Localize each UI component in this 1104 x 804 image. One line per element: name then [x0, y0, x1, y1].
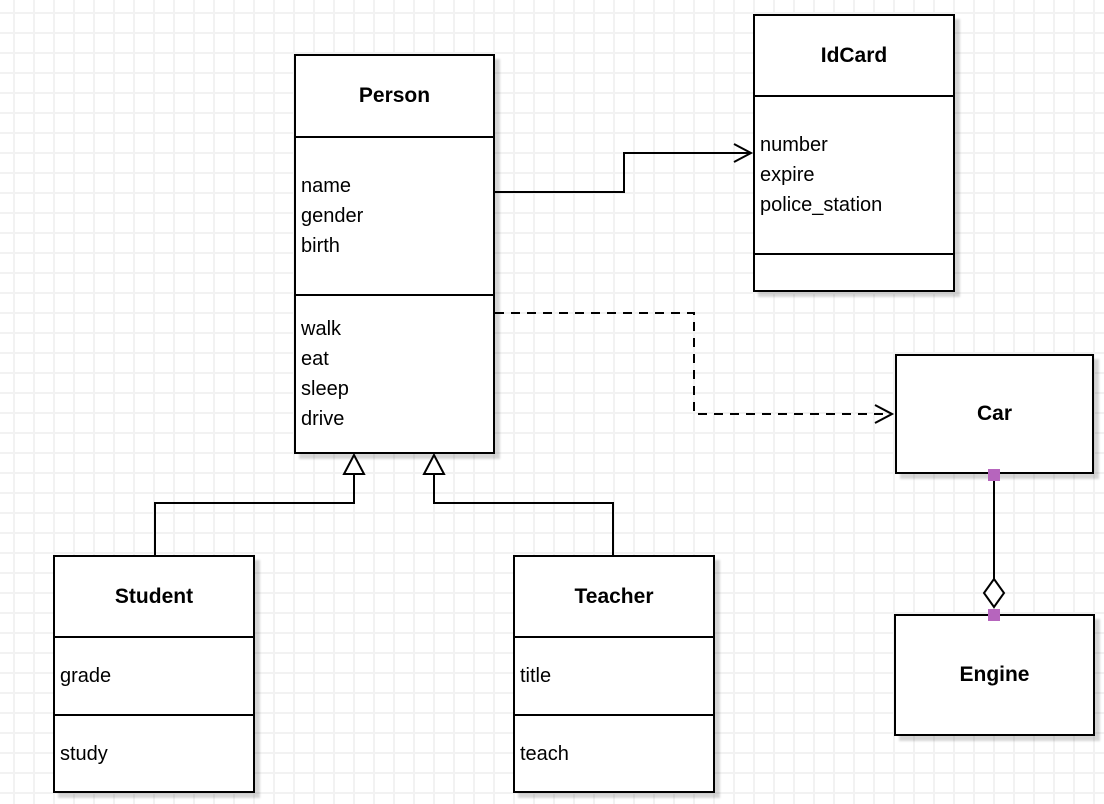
method-item: teach [520, 742, 569, 765]
attribute-item: grade [60, 665, 112, 687]
class-title: Student [114, 584, 194, 608]
inheritance-triangle-icon [422, 452, 446, 475]
class-box-teacher[interactable]: Teacher title teach [513, 555, 715, 793]
attribute-item: number [760, 134, 828, 156]
inheritance-triangle-icon [342, 452, 366, 475]
method-item: sleep [301, 378, 349, 400]
class-box-car[interactable]: Car [895, 354, 1094, 474]
edge-association-person-idcard[interactable] [495, 143, 754, 193]
class-box-student[interactable]: Student grade study [53, 555, 255, 793]
class-methods: study [55, 714, 253, 791]
class-methods [755, 253, 953, 290]
open-arrowhead-icon [733, 143, 754, 163]
edge-dependency-person-car[interactable] [495, 312, 895, 424]
class-title: IdCard [820, 43, 888, 67]
attribute-item: gender [301, 205, 364, 227]
class-title: Car [976, 402, 1013, 425]
edge-generalization-teacher-person[interactable] [422, 452, 614, 556]
class-title: Teacher [574, 584, 654, 608]
class-title: Engine [959, 663, 1030, 686]
attribute-item: expire [760, 164, 815, 186]
attribute-item: title [520, 665, 552, 687]
class-attributes: title [515, 636, 713, 714]
class-box-idcard[interactable]: IdCard number expire police_station [753, 14, 955, 292]
method-item: study [60, 742, 108, 765]
attribute-item: name [301, 175, 352, 197]
edge-aggregation-car-engine[interactable] [982, 469, 1006, 621]
aggregation-diamond-icon [982, 577, 1006, 609]
class-attributes: grade [55, 636, 253, 714]
attribute-item: birth [301, 235, 340, 257]
attribute-item: police_station [760, 194, 883, 216]
class-attributes: number expire police_station [755, 95, 953, 253]
class-attributes: name gender birth [296, 136, 493, 294]
class-box-person[interactable]: Person name gender birth walk eat sleep … [294, 54, 495, 454]
method-item: eat [301, 348, 329, 370]
class-box-engine[interactable]: Engine [894, 614, 1095, 736]
method-item: drive [301, 408, 345, 430]
class-title: Person [358, 84, 431, 107]
method-item: walk [301, 318, 342, 340]
class-methods: teach [515, 714, 713, 791]
open-arrowhead-icon [874, 404, 895, 424]
edge-generalization-student-person[interactable] [154, 452, 366, 556]
class-methods: walk eat sleep drive [296, 294, 493, 452]
